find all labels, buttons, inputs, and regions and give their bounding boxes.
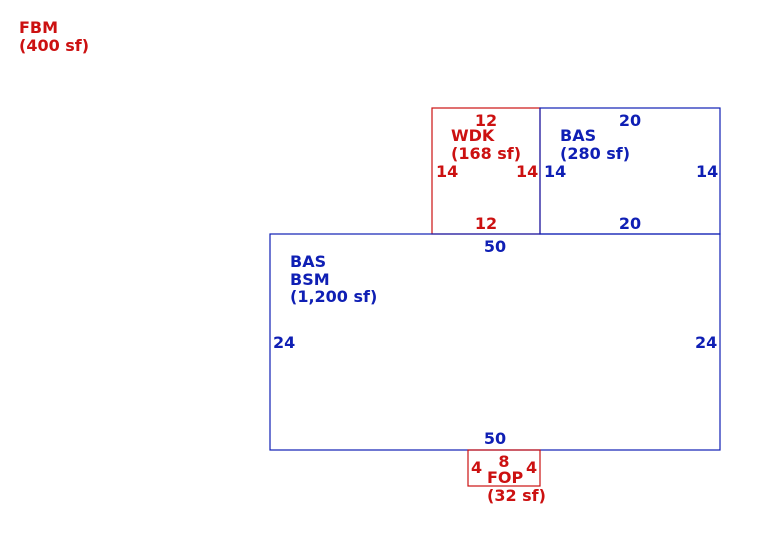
fop-dim-right: 4 bbox=[526, 458, 537, 477]
main-dim-right: 24 bbox=[695, 333, 717, 352]
bas-upper-dim-right: 14 bbox=[696, 162, 718, 181]
main-dim-left: 24 bbox=[273, 333, 295, 352]
fop-label: FOP bbox=[487, 468, 524, 487]
main-label-bas: BAS bbox=[290, 252, 326, 271]
bas-upper-label: BAS bbox=[560, 126, 596, 145]
fop-dim-left: 4 bbox=[471, 458, 482, 477]
wdk-dim-bottom: 12 bbox=[475, 214, 497, 233]
fop-dim-top: 8 bbox=[498, 452, 509, 471]
fbm-area: (400 sf) bbox=[19, 36, 89, 55]
bas-upper-dim-left: 14 bbox=[544, 162, 566, 181]
wdk-dim-top: 12 bbox=[475, 111, 497, 130]
main-label-bsm: BSM bbox=[290, 270, 330, 289]
main-outline bbox=[269, 233, 721, 451]
fop-area: (32 sf) bbox=[487, 486, 546, 505]
wdk-dim-left: 14 bbox=[436, 162, 458, 181]
fbm-label: FBM bbox=[19, 18, 58, 37]
bas-upper-dim-top: 20 bbox=[619, 111, 641, 130]
bas-upper-area: (280 sf) bbox=[560, 144, 630, 163]
bas-upper-dim-bottom: 20 bbox=[619, 214, 641, 233]
wdk-label: WDK bbox=[451, 126, 495, 145]
wdk-area: (168 sf) bbox=[451, 144, 521, 163]
main-area: (1,200 sf) bbox=[290, 287, 377, 306]
fop-outline bbox=[467, 449, 541, 487]
main-dim-top: 50 bbox=[484, 237, 506, 256]
main-dim-bottom: 50 bbox=[484, 429, 506, 448]
wdk-dim-right: 14 bbox=[516, 162, 538, 181]
